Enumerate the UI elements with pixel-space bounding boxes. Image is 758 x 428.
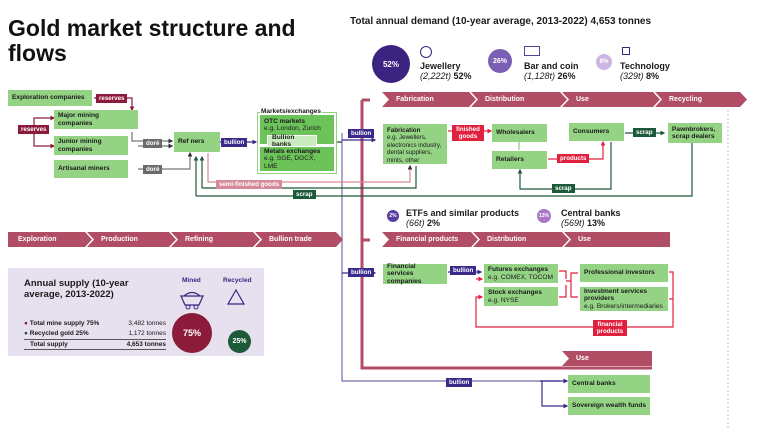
etf-circle: 2% (387, 210, 399, 222)
official-stage: Use (562, 351, 652, 366)
stage-refining: Refining (171, 232, 260, 247)
wholesalers: Wholesalers (492, 124, 547, 142)
finished-goods-tag: finished goods (452, 125, 484, 141)
major-mining-companies: Major mining companies (54, 110, 138, 129)
reserves-tag: reserves (96, 94, 128, 103)
supply-row: ● Recycled gold 25%1,172 tonnes (24, 330, 166, 337)
dore-tag: doré (143, 165, 163, 174)
central-banks-label: Central banks (569t) 13% (561, 208, 621, 228)
retailers: Retailers (492, 151, 547, 169)
stage-use: Use (562, 351, 652, 366)
scrap-tag: scrap (552, 184, 575, 193)
refiners: Ref ners (174, 132, 220, 152)
stage-use: Use (564, 232, 670, 247)
financial-products-tag: financial products (593, 320, 627, 336)
stage-fabrication: Fabrication (382, 92, 476, 107)
bullion-banks: Bullion banks (267, 134, 317, 148)
exploration-companies: Exploration companies (8, 90, 92, 106)
jewellery-label: Jewellery (2,222t) 52% (420, 61, 472, 81)
demand-stages: Fabrication Distribution Use Recycling (382, 92, 742, 107)
stage-recycling: Recycling (655, 92, 747, 107)
bullion-tag: bullion (348, 268, 375, 277)
sovereign-wealth-funds: Sovereign wealth funds (568, 397, 650, 415)
recycled-circle: 25% (228, 330, 251, 353)
bullion-tag: bullion (450, 266, 477, 275)
bullion-tag: bullion (446, 378, 473, 387)
annual-supply-panel: Annual supply (10-year average, 2013-202… (8, 268, 264, 356)
mined-circle: 75% (172, 313, 212, 353)
chip-icon (622, 47, 630, 55)
supply-stages: Exploration Production Refining Bullion … (8, 232, 338, 247)
technology-label: Technology (329t) 8% (620, 61, 670, 81)
stage-production: Production (87, 232, 176, 247)
bar-coin-icon (524, 46, 540, 56)
financial-services-companies: Financial services companies (383, 263, 447, 285)
stage-distribution: Distribution (471, 92, 567, 107)
bar-coin-label: Bar and coin (1,128t) 26% (524, 61, 579, 81)
semi-finished-goods-tag: semi-finished goods (216, 180, 283, 189)
products-tag: products (557, 154, 590, 163)
stage-distribution: Distribution (473, 232, 569, 247)
supply-title: Annual supply (10-year average, 2013-202… (24, 278, 129, 300)
dore-tag: doré (143, 139, 163, 148)
central-banks-circle: 13% (537, 209, 551, 223)
jewellery-circle: 52% (372, 45, 410, 83)
financial-stages: Financial products Distribution Use (382, 232, 670, 247)
reserves-tag: reserves (18, 125, 50, 134)
central-banks: Central banks (568, 375, 650, 393)
professional-investors: Professional investors (580, 264, 668, 282)
jewellery-icon (420, 46, 432, 58)
etf-label: ETFs and similar products (66t) 2% (406, 208, 520, 228)
bullion-tag: bullion (348, 129, 375, 138)
bullion-tag: bullion (221, 138, 248, 147)
consumers: Consumers (569, 123, 624, 141)
recycled-label: Recycled (223, 277, 252, 284)
scrap-tag: scrap (293, 190, 316, 199)
demand-title: Total annual demand (10-year average, 20… (350, 16, 652, 27)
bar-coin-circle: 26% (488, 49, 512, 73)
supply-row: ● Total mine supply 75%3,482 tonnes (24, 320, 166, 327)
junior-mining-companies: Junior mining companies (54, 136, 128, 155)
scrap-tag: scrap (633, 128, 656, 137)
technology-circle: 8% (596, 54, 612, 70)
mine-cart-icon (180, 291, 204, 310)
stage-use: Use (562, 92, 660, 107)
page-title: Gold market structure and flows (8, 15, 296, 66)
artisanal-miners: Artisanal miners (54, 160, 128, 178)
stage-bullion-trade: Bullion trade (255, 232, 343, 247)
recycle-icon (226, 288, 246, 305)
mined-label: Mined (182, 277, 201, 284)
pawnbrokers-scrap-dealers: Pawnbrokers, scrap dealers (668, 123, 722, 143)
stage-financial-products: Financial products (382, 232, 478, 247)
stage-exploration: Exploration (8, 232, 92, 247)
